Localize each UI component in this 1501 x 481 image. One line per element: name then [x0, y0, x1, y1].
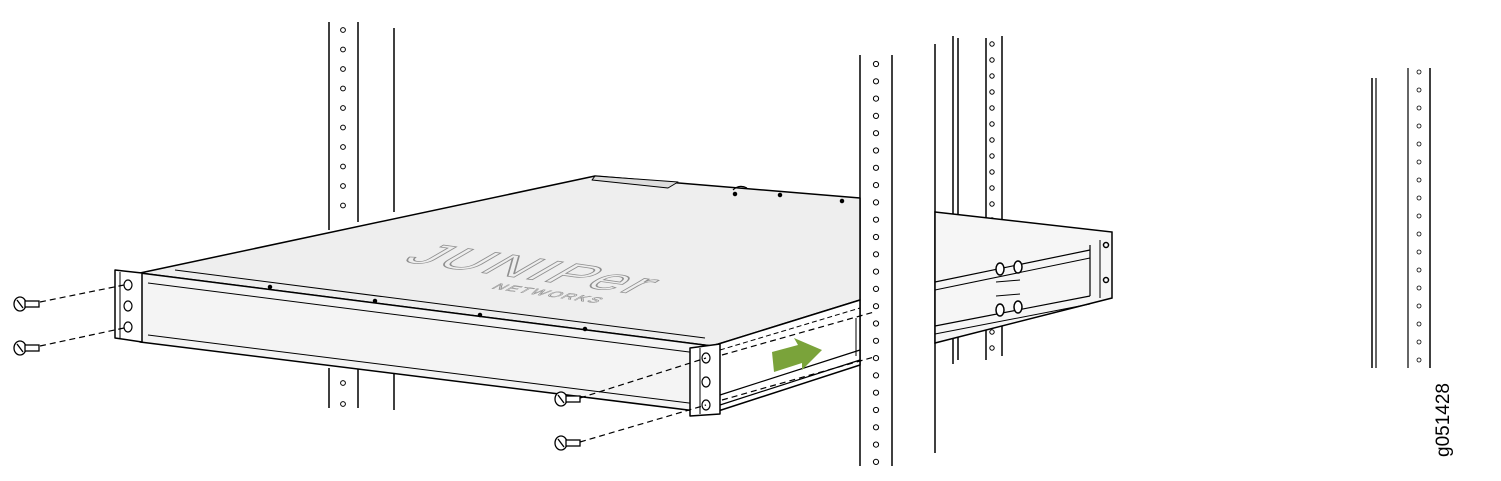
- rack-hole: [872, 337, 880, 344]
- rack-hole: [340, 85, 346, 92]
- rack-hole: [989, 201, 995, 207]
- rack-hole: [1416, 231, 1422, 237]
- rack-hole: [872, 182, 880, 189]
- rack-hole: [872, 406, 880, 414]
- rack-hole: [989, 89, 995, 95]
- rack-hole: [1416, 141, 1422, 147]
- rack-hole: [1416, 69, 1422, 75]
- rear-left-rack-post: [328, 22, 395, 410]
- rack-hole: [989, 73, 995, 79]
- rack-hole: [989, 57, 995, 63]
- screw-left-upper: [13, 296, 40, 312]
- rack-hole: [989, 329, 995, 335]
- rack-hole: [340, 124, 346, 131]
- rack-hole: [340, 144, 346, 150]
- rack-hole: [340, 105, 346, 111]
- rack-hole: [872, 233, 880, 241]
- rack-hole: [872, 441, 880, 448]
- alignment-lines: [39, 284, 875, 443]
- rack-hole: [872, 372, 880, 379]
- figure-id-label: g051428: [1424, 372, 1464, 468]
- rack-hole: [989, 41, 995, 47]
- rack-hole: [872, 95, 880, 102]
- rack-hole: [340, 183, 346, 189]
- chassis-rear-extension: [934, 211, 1113, 344]
- rack-hole: [989, 153, 995, 159]
- figure-id-text: g051428: [1433, 383, 1454, 457]
- rack-hole: [989, 121, 995, 127]
- rack-hole: [1416, 357, 1422, 363]
- rack-hole: [1416, 249, 1422, 255]
- rack-hole: [872, 285, 880, 292]
- rack-hole: [340, 380, 346, 386]
- rack-hole: [1416, 339, 1422, 345]
- rack-hole: [989, 345, 995, 351]
- device-chassis: [114, 175, 861, 417]
- rack-hole: [1416, 159, 1422, 165]
- rack-hole: [872, 424, 880, 431]
- rack-hole: [872, 251, 880, 258]
- rack-hole: [340, 46, 346, 53]
- screw-right-lower: [554, 435, 581, 451]
- rack-hole: [872, 130, 880, 137]
- front-right-rack-post: [859, 55, 893, 466]
- rack-hole: [872, 458, 880, 465]
- rack-hole: [1416, 177, 1422, 183]
- rack-hole: [340, 202, 346, 209]
- rack-hole: [340, 66, 346, 72]
- rack-hole: [340, 27, 346, 33]
- rack-hole: [1416, 285, 1422, 291]
- screw-right-upper: [554, 391, 581, 407]
- rack-hole: [340, 401, 346, 407]
- rack-hole: [872, 389, 880, 396]
- rack-hole: [872, 355, 880, 362]
- rack-hole: [989, 169, 995, 175]
- rack-hole: [1416, 123, 1422, 129]
- rack-hole: [872, 320, 880, 327]
- rack-hole: [872, 199, 880, 206]
- rack-hole: [872, 147, 880, 154]
- rack-hole: [1416, 105, 1422, 111]
- rack-hole: [989, 137, 995, 143]
- rack-hole: [872, 60, 880, 68]
- rack-hole: [872, 112, 880, 120]
- rack-hole: [1416, 87, 1422, 93]
- rack-hole: [1416, 195, 1422, 201]
- rack-hole: [872, 268, 880, 275]
- rack-hole: [1416, 267, 1422, 273]
- rack-hole: [1416, 303, 1422, 309]
- far-right-rack-post: [1371, 68, 1431, 368]
- screw-left-lower: [13, 340, 40, 356]
- screws: [13, 296, 581, 451]
- rack-hole: [340, 163, 346, 170]
- rack-hole: [872, 216, 880, 223]
- slide-direction-arrow: [772, 338, 822, 372]
- rack-hole: [989, 105, 995, 111]
- rack-hole: [989, 185, 995, 191]
- rack-hole: [872, 164, 880, 171]
- rack-hole: [872, 78, 880, 85]
- rack-hole: [1416, 213, 1422, 219]
- rack-hole: [872, 303, 880, 310]
- rack-hole: [1416, 321, 1422, 327]
